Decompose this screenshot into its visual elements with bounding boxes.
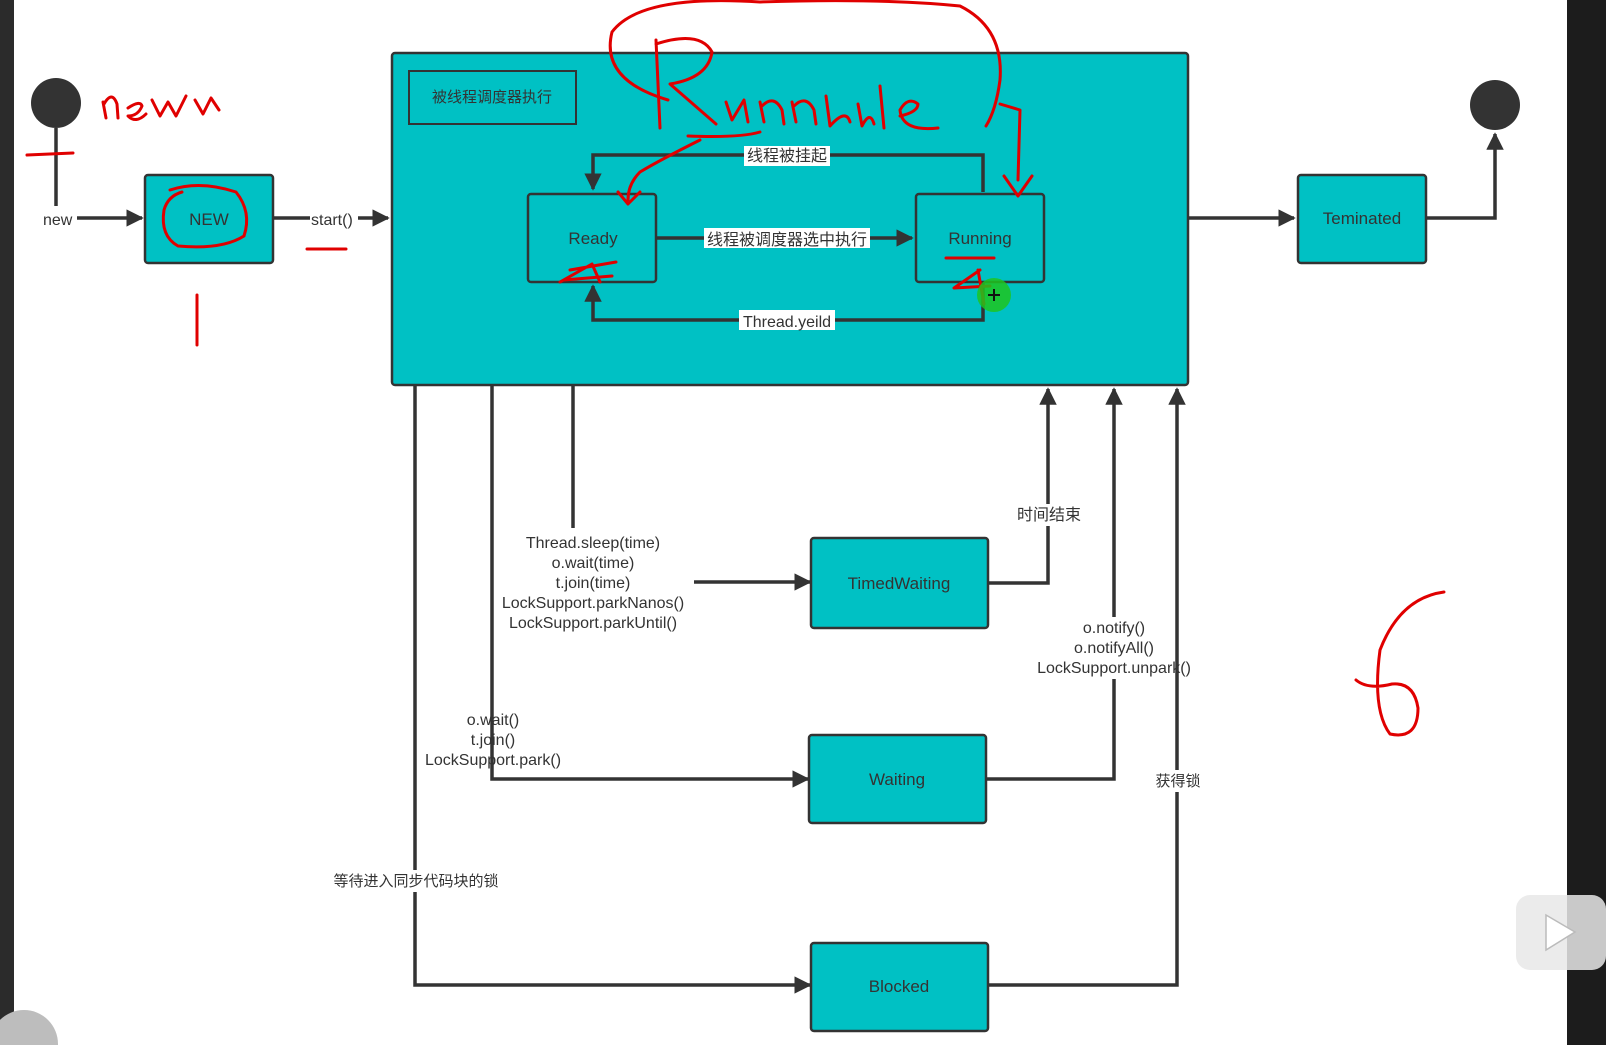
timed-call-4: LockSupport.parkNanos()	[502, 595, 684, 612]
start-node	[31, 78, 81, 128]
handwriting-arrow-ready	[616, 138, 702, 206]
state-new-label: NEW	[189, 210, 229, 229]
end-node	[1470, 80, 1520, 130]
state-ready-label: Ready	[568, 229, 618, 248]
edge-time-over	[988, 387, 1057, 585]
play-icon[interactable]	[1516, 895, 1606, 970]
edge-scheduled-label: 线程被调度器选中执行	[707, 231, 867, 249]
state-timed-waiting-label: TimedWaiting	[848, 574, 951, 593]
state-waiting-label: Waiting	[869, 770, 925, 789]
timed-call-1: Thread.sleep(time)	[526, 535, 660, 552]
wait-call-2: t.join()	[471, 732, 515, 749]
edge-acquire-lock	[988, 387, 1186, 987]
handwriting-new	[101, 94, 221, 121]
notify-call-1: o.notify()	[1083, 620, 1145, 637]
edge-yield-label: Thread.yeild	[743, 314, 831, 331]
notify-call-2: o.notifyAll()	[1074, 640, 1154, 657]
handwriting-circle-new	[161, 183, 249, 249]
avatar	[0, 1010, 58, 1045]
cursor-add-icon	[977, 278, 1011, 312]
edge-time-over-label: 时间结束	[1017, 506, 1081, 524]
edge-notify	[986, 387, 1123, 781]
handwriting-digit-6	[1354, 590, 1446, 737]
runnable-caption-box	[408, 70, 577, 125]
window-edge	[1567, 0, 1606, 1045]
runnable-caption: 被线程调度器执行	[432, 89, 552, 106]
notify-call-3: LockSupport.unpark()	[1037, 660, 1191, 677]
state-terminated[interactable]	[1296, 173, 1428, 265]
handwriting-runnable	[654, 37, 940, 138]
timed-call-3: t.join(time)	[556, 575, 631, 592]
state-timed-waiting[interactable]	[809, 536, 990, 630]
edge-acquire-lock-label: 获得锁	[1155, 773, 1200, 790]
red-annotations	[25, 0, 1446, 737]
wait-call-3: LockSupport.park()	[425, 752, 561, 769]
state-terminated-label: Teminated	[1323, 209, 1401, 228]
timed-call-5: LockSupport.parkUntil()	[509, 615, 677, 632]
edge-to-blocked	[413, 385, 812, 994]
handwriting-runnable-loop	[608, 0, 1034, 198]
edge-start-label: start()	[311, 212, 353, 229]
state-blocked[interactable]	[809, 941, 990, 1033]
state-running-label: Running	[948, 229, 1011, 248]
handwriting-mark-ready	[558, 260, 618, 284]
edge-suspended-label: 线程被挂起	[747, 147, 827, 165]
edge-wait-lock-label: 等待进入同步代码块的锁	[333, 872, 498, 890]
state-waiting[interactable]	[807, 733, 988, 825]
handwriting-tick-start	[25, 151, 75, 157]
wait-call-1: o.wait()	[467, 712, 519, 729]
state-ready[interactable]	[526, 192, 658, 284]
timed-call-2: o.wait(time)	[552, 555, 635, 572]
edge-end	[1425, 132, 1504, 220]
state-blocked-label: Blocked	[869, 977, 929, 996]
edge-new-label: new	[43, 212, 73, 229]
edge-to-waiting	[490, 385, 810, 788]
